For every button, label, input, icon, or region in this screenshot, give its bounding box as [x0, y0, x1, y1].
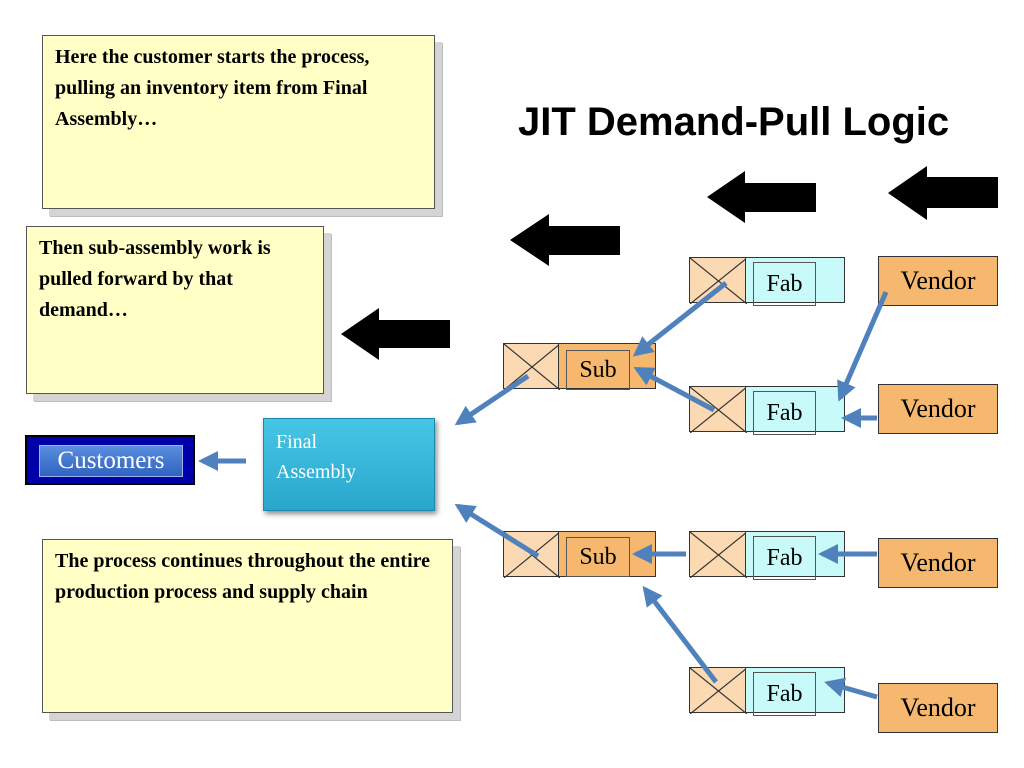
fab-4-inventory-box	[689, 667, 747, 714]
pull-arrow-icon	[341, 308, 450, 360]
flow-arrow-icon	[633, 366, 716, 413]
vendor-3-node: Vendor	[878, 538, 998, 588]
fab-2-inventory-box	[689, 386, 747, 433]
fab-1-inventory-box	[689, 257, 747, 304]
inventory-cross-icon	[690, 668, 747, 714]
slide-title: JIT Demand-Pull Logic	[518, 100, 950, 144]
customers-label: Customers	[39, 445, 183, 477]
pull-arrow-icon	[888, 166, 998, 220]
pull-arrow-icon	[510, 214, 620, 266]
note-process-continues: The process continues throughout the ent…	[42, 539, 453, 713]
flow-arrow-icon	[454, 373, 530, 426]
note-customer-pull: Here the customer starts the process, pu…	[42, 35, 435, 209]
fab-2-label: Fab	[753, 391, 816, 435]
final-assembly-label-line1: Final	[276, 431, 318, 453]
pull-arrow-icon	[707, 171, 816, 223]
fab-1-node	[745, 257, 845, 303]
fab-2-node	[745, 386, 845, 432]
vendor-2-node: Vendor	[878, 384, 998, 434]
customers-node: Customers	[25, 435, 195, 485]
note-subassembly-pull: Then sub-assembly work is pulled forward…	[26, 226, 324, 394]
final-assembly-node: Final Assembly	[263, 418, 435, 511]
inventory-cross-icon	[690, 258, 747, 304]
sub-bottom-label: Sub	[566, 537, 630, 577]
flow-arrow-icon	[642, 585, 718, 684]
flow-arrow-icon	[454, 503, 540, 559]
fab-4-label: Fab	[753, 672, 816, 716]
vendor-1-node: Vendor	[878, 256, 998, 306]
final-assembly-label-line2: Assembly	[276, 461, 356, 483]
inventory-cross-icon	[504, 344, 560, 390]
flow-arrow-icon	[837, 291, 889, 402]
flow-arrow-icon	[824, 677, 878, 700]
inventory-cross-icon	[690, 532, 747, 578]
fab-3-label: Fab	[753, 536, 816, 580]
vendor-4-node: Vendor	[878, 683, 998, 733]
flow-arrow-icon	[632, 281, 728, 357]
sub-top-label: Sub	[566, 350, 630, 390]
inventory-cross-icon	[690, 387, 747, 433]
fab-1-label: Fab	[753, 262, 816, 306]
